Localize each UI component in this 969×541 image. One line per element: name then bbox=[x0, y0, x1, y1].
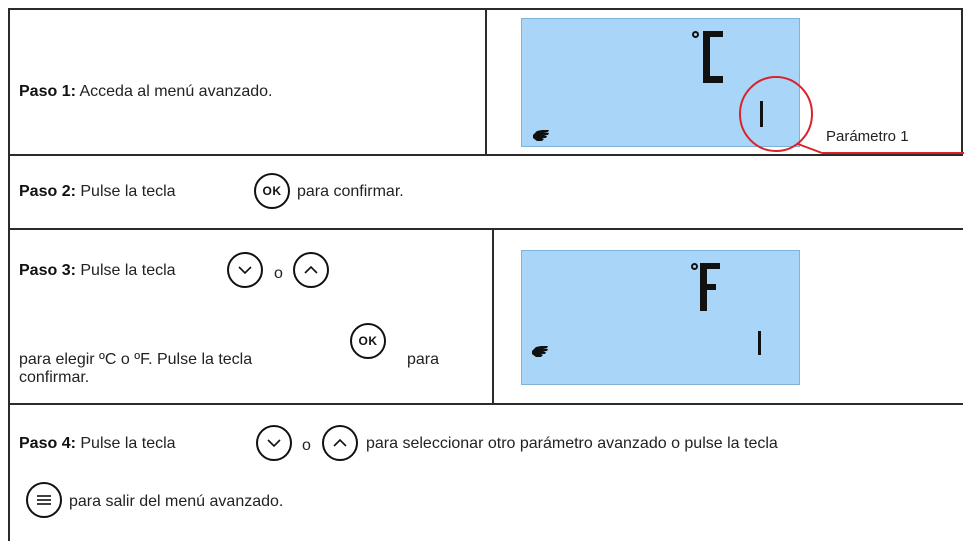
step-1-description: Acceda al menú avanzado. bbox=[79, 83, 273, 100]
chevron-down-icon bbox=[267, 439, 281, 448]
table-border-left bbox=[8, 8, 10, 541]
up-button-icon bbox=[322, 425, 358, 461]
hand-icon bbox=[533, 130, 549, 141]
chevron-up-icon bbox=[333, 438, 347, 447]
step-4-label: Paso 4: bbox=[19, 435, 76, 452]
row-divider-2 bbox=[8, 228, 963, 230]
step-4-text-end: para seleccionar otro parámetro avanzado… bbox=[366, 435, 778, 452]
parameter-digit-1 bbox=[760, 101, 763, 127]
chevron-up-icon bbox=[304, 265, 318, 274]
step-3-label: Paso 3: bbox=[19, 262, 76, 279]
step-2-description: Pulse la tecla bbox=[80, 183, 176, 200]
unit-glyph-f bbox=[700, 263, 722, 311]
parameter-callout-label: Parámetro 1 bbox=[826, 128, 909, 145]
step-3-text-start: Paso 3: Pulse la tecla bbox=[19, 261, 176, 280]
step-4-description: Pulse la tecla bbox=[80, 435, 176, 452]
menu-button-icon bbox=[26, 482, 62, 518]
parameter-callout-marker bbox=[739, 76, 964, 154]
ok-button-icon-step-3: OK bbox=[350, 323, 386, 359]
step-2-text-start: Paso 2: Pulse la tecla bbox=[19, 182, 176, 201]
unit-glyph-c bbox=[703, 31, 725, 83]
step-3-or: o bbox=[274, 265, 283, 282]
up-button-icon bbox=[293, 252, 329, 288]
step-1-label: Paso 1: bbox=[19, 83, 76, 100]
down-button-icon bbox=[256, 425, 292, 461]
chevron-down-icon bbox=[238, 266, 252, 275]
row-divider-3 bbox=[8, 403, 963, 405]
step-3-line-3: confirmar. bbox=[19, 369, 90, 386]
step-4-text-start: Paso 4: Pulse la tecla bbox=[19, 434, 176, 453]
step-2-text-end: para confirmar. bbox=[297, 183, 404, 200]
ok-label: OK bbox=[358, 334, 378, 348]
table-border-right-top bbox=[961, 8, 963, 154]
column-divider-row3 bbox=[492, 228, 494, 405]
degree-symbol bbox=[692, 31, 699, 38]
step-4-line-2: para salir del menú avanzado. bbox=[69, 493, 284, 510]
ok-label: OK bbox=[262, 184, 282, 198]
lcd-display-celsius bbox=[521, 18, 800, 147]
degree-symbol bbox=[691, 263, 698, 270]
menu-icon bbox=[37, 495, 51, 505]
parameter-digit-1 bbox=[758, 331, 761, 355]
ok-button-icon: OK bbox=[254, 173, 290, 209]
hand-icon bbox=[532, 346, 548, 357]
step-2-label: Paso 2: bbox=[19, 183, 76, 200]
step-1-text: Paso 1: Acceda al menú avanzado. bbox=[19, 82, 273, 101]
lcd-display-fahrenheit bbox=[521, 250, 800, 385]
column-divider-row1 bbox=[485, 8, 487, 156]
step-4-or: o bbox=[302, 437, 311, 454]
down-button-icon bbox=[227, 252, 263, 288]
step-3-line-2: para elegir ºC o ºF. Pulse la tecla bbox=[19, 351, 253, 368]
step-3-line-2-end: para bbox=[407, 351, 440, 368]
step-3-description: Pulse la tecla bbox=[80, 262, 176, 279]
